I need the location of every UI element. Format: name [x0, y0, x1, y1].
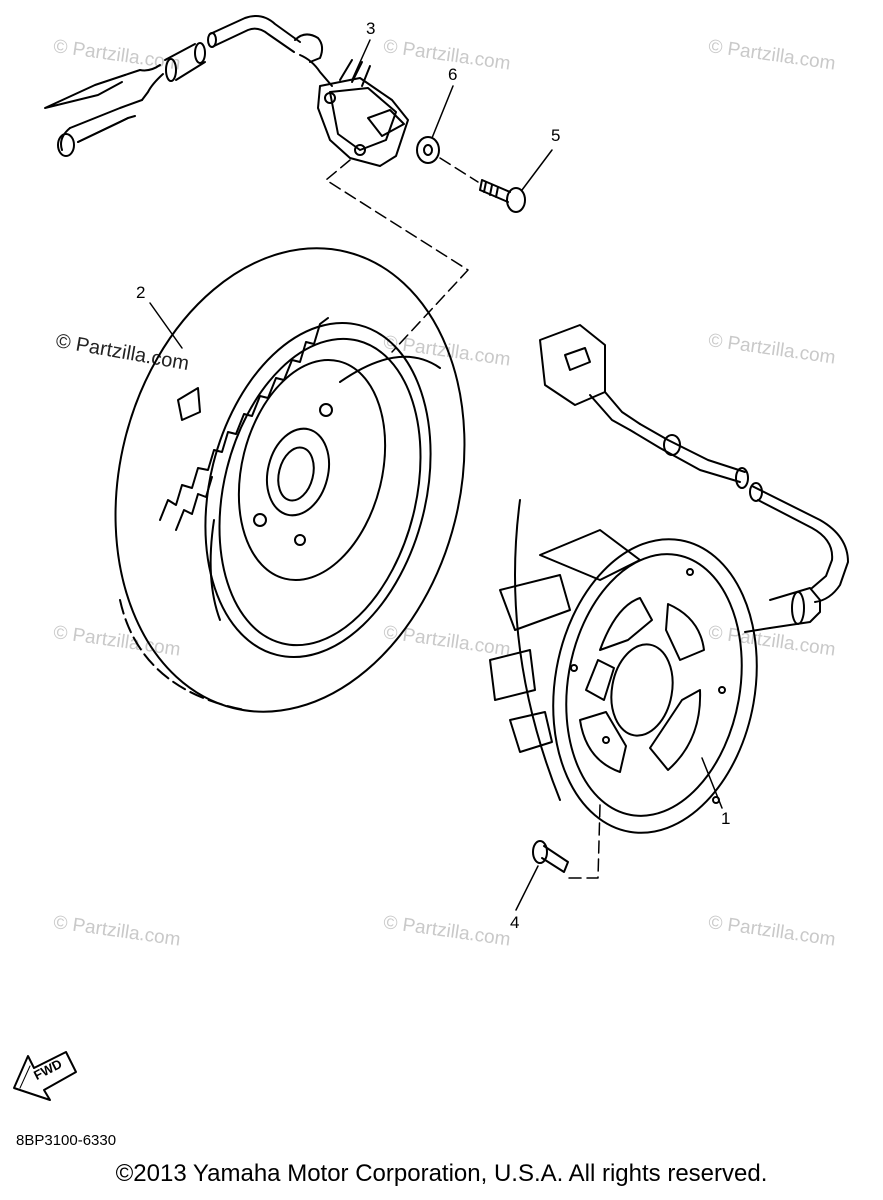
fwd-arrow-icon [13, 1051, 77, 1101]
pickup-coil [317, 59, 409, 167]
callout-1: 1 [721, 809, 731, 828]
stator-lead-wire [539, 324, 849, 633]
copyright-notice: ©2013 Yamaha Motor Corporation, U.S.A. A… [115, 1160, 768, 1187]
assembly-lines [325, 157, 601, 879]
stator-screw [532, 840, 569, 873]
callout-4: 4 [510, 913, 520, 932]
callout-2: 2 [136, 283, 146, 302]
pickup-coil-lead-wire [44, 15, 333, 157]
callout-6: 6 [448, 65, 458, 84]
pickup-coil-bolt [479, 179, 526, 213]
diagram-code: 8BP3100-6330 [16, 1132, 117, 1149]
callout-5: 5 [551, 126, 561, 145]
stator-assembly [489, 499, 758, 834]
washer [416, 136, 440, 164]
callout-3: 3 [366, 19, 376, 38]
flywheel-rotor [114, 247, 466, 713]
leader-lines [149, 39, 723, 911]
